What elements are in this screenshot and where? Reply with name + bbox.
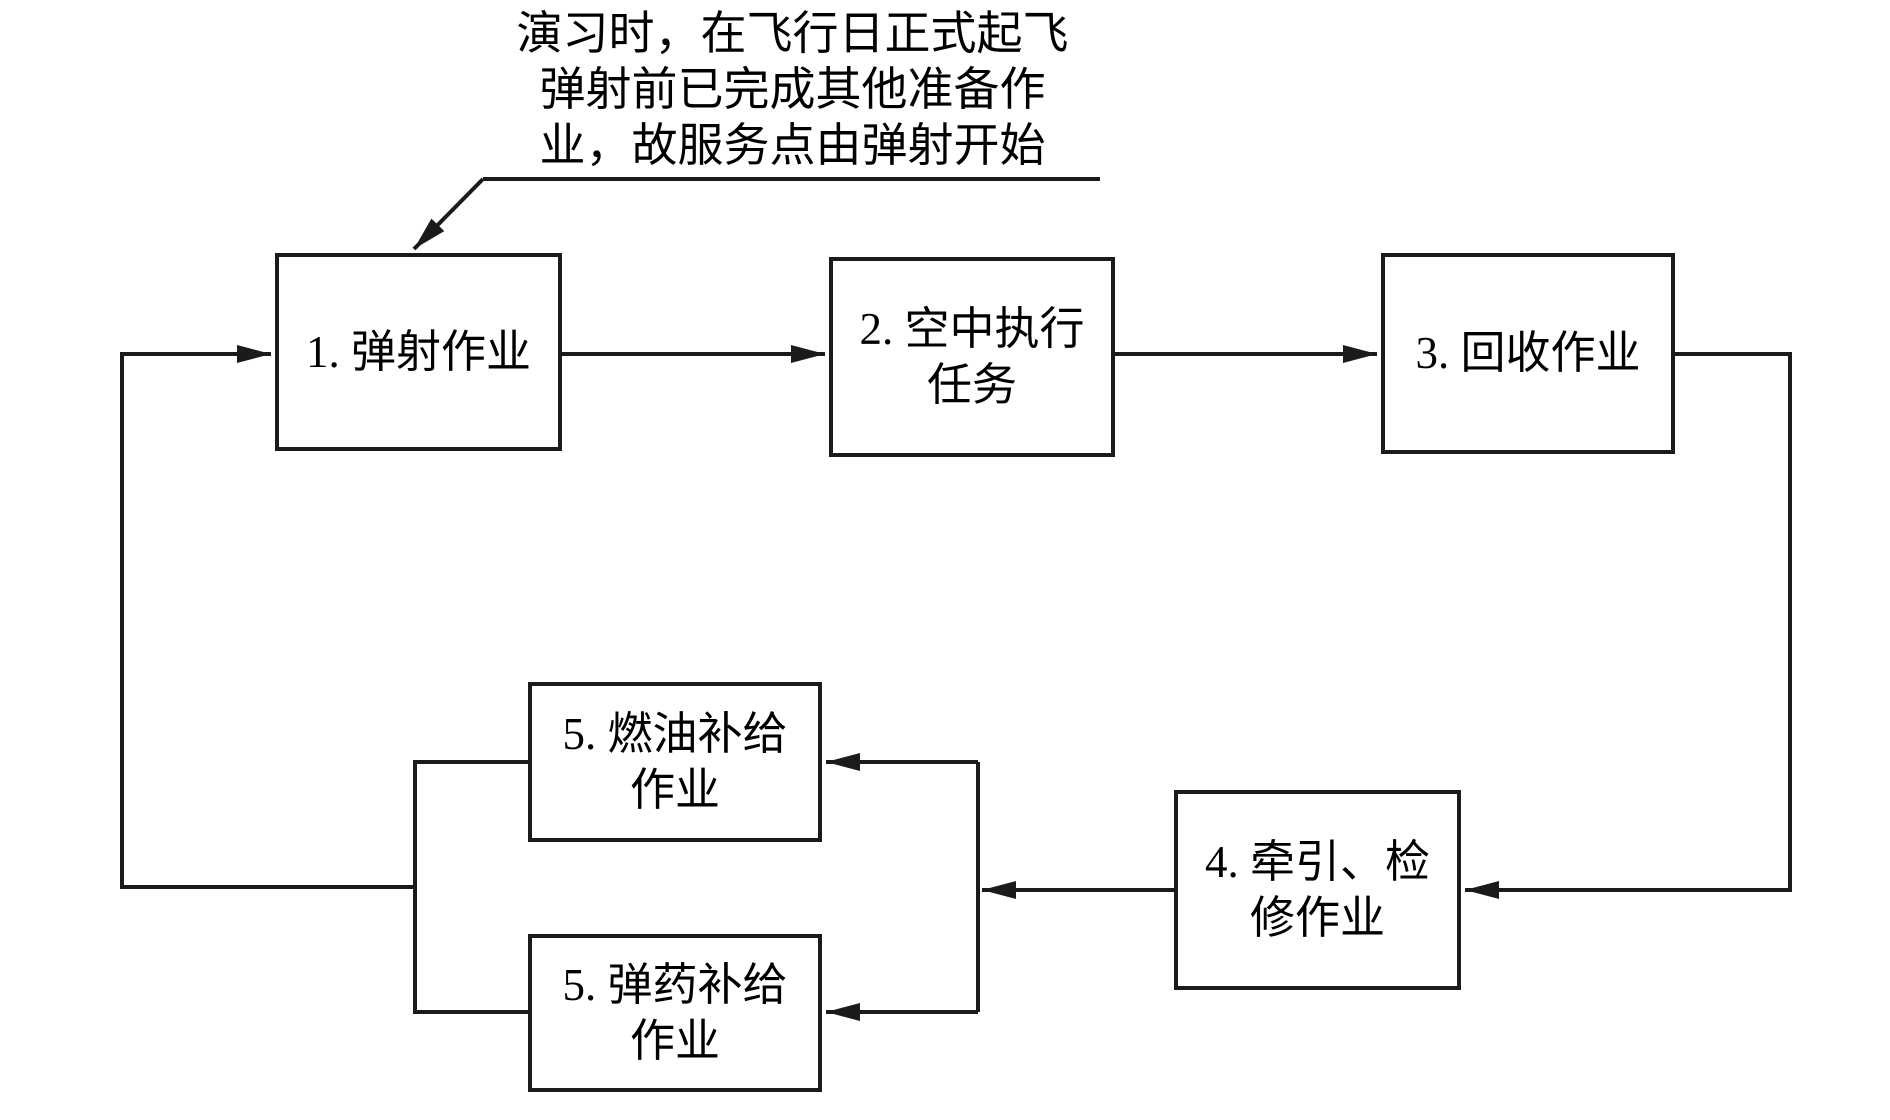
box-towing-maintenance: 4. 牵引、检 修作业 xyxy=(1174,790,1461,990)
box-towing-label: 4. 牵引、检 修作业 xyxy=(1204,836,1430,943)
bracket-fuel-ammo xyxy=(413,760,528,1014)
connector-return-to-catapult xyxy=(120,345,415,889)
box-ammo-label: 5. 弹药补给 作业 xyxy=(562,959,788,1066)
annotation-leader-arrow xyxy=(412,177,485,251)
box-catapult-operation: 1. 弹射作业 xyxy=(275,253,562,451)
annotation-note: 演习时，在飞行日正式起飞 弹射前已完成其他准备作 业，故服务点由弹射开始 xyxy=(516,8,1069,172)
box-catapult-label: 1. 弹射作业 xyxy=(305,326,531,377)
box-ammo-replenishment: 5. 弹药补给 作业 xyxy=(528,934,822,1092)
box-fuel-label: 5. 燃油补给 作业 xyxy=(562,708,788,815)
box-airborne-label: 2. 空中执行 任务 xyxy=(859,303,1085,410)
box-recovery-operation: 3. 回收作业 xyxy=(1381,253,1675,454)
box-airborne-mission: 2. 空中执行 任务 xyxy=(829,257,1115,457)
connector-recovery-to-towing xyxy=(1465,352,1792,899)
box-fuel-replenishment: 5. 燃油补给 作业 xyxy=(528,682,822,842)
box-recovery-label: 3. 回收作业 xyxy=(1415,328,1641,379)
